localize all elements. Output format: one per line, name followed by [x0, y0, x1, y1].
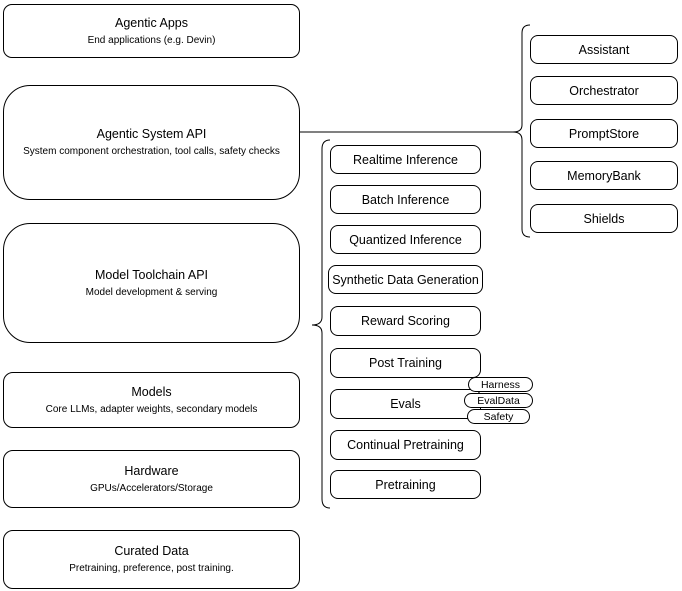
- node-agentic-system-api: Agentic System API System component orch…: [3, 85, 300, 200]
- node-subtitle: Core LLMs, adapter weights, secondary mo…: [45, 403, 258, 415]
- node-promptstore: PromptStore: [530, 119, 678, 148]
- node-agentic-apps: Agentic Apps End applications (e.g. Devi…: [3, 4, 300, 58]
- tag-evaldata: EvalData: [464, 393, 533, 408]
- node-subtitle: Model development & serving: [85, 286, 218, 298]
- node-pretraining: Pretraining: [330, 470, 481, 499]
- node-subtitle: GPUs/Accelerators/Storage: [90, 482, 213, 494]
- node-model-toolchain-api: Model Toolchain API Model development & …: [3, 223, 300, 343]
- node-curated-data: Curated Data Pretraining, preference, po…: [3, 530, 300, 589]
- node-subtitle: Pretraining, preference, post training.: [69, 563, 234, 574]
- node-memorybank: MemoryBank: [530, 161, 678, 190]
- node-orchestrator: Orchestrator: [530, 76, 678, 105]
- node-synthetic-data-generation: Synthetic Data Generation: [328, 265, 483, 294]
- node-title: Agentic System API: [96, 127, 207, 141]
- node-title: Models: [131, 384, 172, 399]
- node-title: Curated Data: [114, 544, 189, 558]
- node-evals: Evals: [330, 389, 481, 419]
- tag-safety: Safety: [467, 409, 530, 424]
- node-realtime-inference: Realtime Inference: [330, 145, 481, 174]
- node-title: Agentic Apps: [115, 15, 188, 30]
- node-assistant: Assistant: [530, 35, 678, 64]
- components-group-bracket: [512, 24, 531, 238]
- node-title: Model Toolchain API: [94, 267, 209, 282]
- node-continual-pretraining: Continual Pretraining: [330, 430, 481, 460]
- node-post-training: Post Training: [330, 348, 481, 378]
- node-reward-scoring: Reward Scoring: [330, 306, 481, 336]
- node-hardware: Hardware GPUs/Accelerators/Storage: [3, 450, 300, 508]
- node-batch-inference: Batch Inference: [330, 185, 481, 214]
- node-shields: Shields: [530, 204, 678, 233]
- node-models: Models Core LLMs, adapter weights, secon…: [3, 372, 300, 428]
- node-quantized-inference: Quantized Inference: [330, 225, 481, 254]
- node-subtitle: End applications (e.g. Devin): [87, 34, 216, 46]
- node-subtitle: System component orchestration, tool cal…: [23, 146, 280, 157]
- toolchain-group-bracket: [311, 139, 331, 509]
- tag-harness: Harness: [468, 377, 533, 392]
- node-title: Hardware: [124, 463, 179, 478]
